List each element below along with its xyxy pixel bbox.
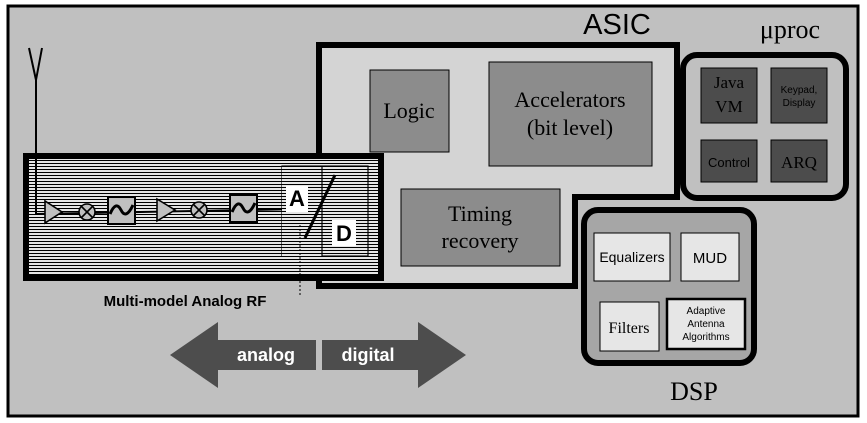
timing-recovery-block [400,188,561,267]
arq-label: ARQ [781,153,817,172]
amplifier-triangle-icon [156,197,177,223]
ad-converter-d-label: D [336,221,352,246]
adaptive-antenna-label-line1: Adaptive [687,306,726,317]
adaptive-antenna-block [665,297,747,351]
logic-label: Logic [383,98,435,123]
bandpass-filter-icon [107,196,136,225]
analog-digital-arrow: analog digital [170,322,466,388]
ad-converter-slash [303,174,337,239]
rf-caption: Multi-model Analog RF [104,293,267,310]
ad-converter-a-label: A [289,186,305,211]
digital-arrow-right [322,322,466,388]
mixer-circle-x-icon [78,203,96,221]
analog-arrow-left [170,322,316,388]
mud-block [680,232,740,282]
keypad-display-label-line2: Display [783,98,816,109]
timing-recovery-label-line2: recovery [442,228,519,253]
equalizers-label: Equalizers [599,249,664,265]
timing-recovery-label-line1: Timing [448,201,512,226]
keypad-display-block [770,67,828,124]
digital-label: digital [342,345,395,365]
logic-block [369,69,450,153]
accelerators-block [488,61,653,167]
mixer-circle-x-icon [190,201,208,219]
dsp-label: DSP [670,377,718,406]
accelerators-label-line2: (bit level) [527,115,613,140]
adaptive-antenna-label-line2: Antenna [687,319,725,330]
accelerators-label-line1: Accelerators [514,87,625,112]
java-vm-label-line1: Java [714,73,745,92]
analog-label: analog [237,345,295,365]
control-label: Control [708,155,750,170]
ad-converter-a-bg [286,186,308,212]
java-vm-block [700,67,758,124]
filters-label: Filters [609,320,650,337]
antenna-icon [28,47,43,214]
filters-block [599,301,660,352]
arq-block [770,139,828,183]
control-block [700,139,758,183]
equalizers-block [593,232,671,282]
keypad-display-label-line1: Keypad, [781,85,818,96]
amplifier-triangle-icon [44,199,64,225]
ad-converter-d-bg [332,220,356,246]
bandpass-filter-icon [229,194,258,223]
uproc-label: μproc [760,15,820,44]
java-vm-label-line2: VM [715,97,742,116]
mud-label: MUD [693,250,727,267]
adaptive-antenna-label-line3: Algorithms [682,332,729,343]
asic-label: ASIC [583,9,651,41]
